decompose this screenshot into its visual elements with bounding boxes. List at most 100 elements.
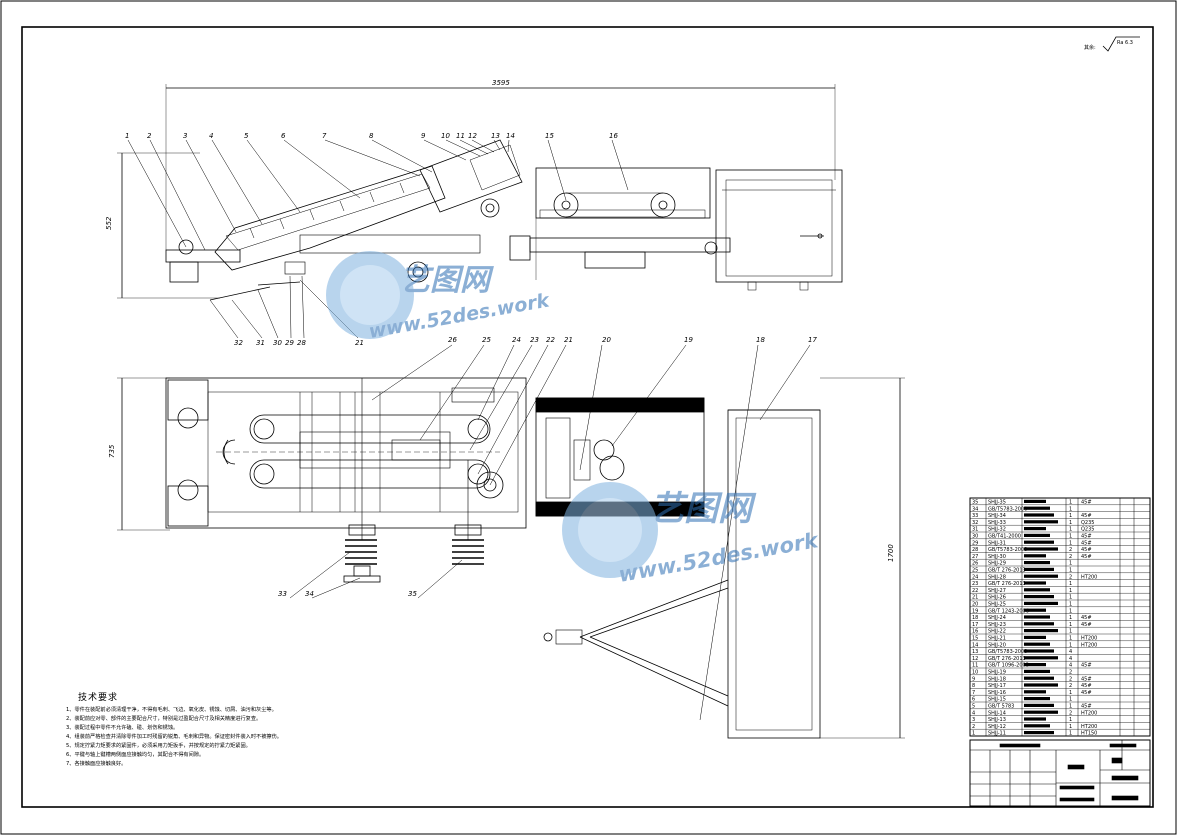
bom-row-quantity: 1 bbox=[1069, 717, 1072, 723]
bom-row-number: 9 bbox=[972, 676, 975, 682]
bom-row-code: GB/T41-2000 bbox=[988, 534, 1021, 540]
balloon-9: 9 bbox=[421, 132, 426, 140]
bom-row-name-redacted bbox=[1024, 520, 1058, 524]
bom-row-code: SHJJ-25 bbox=[988, 602, 1006, 608]
watermark-brand: 艺图网 bbox=[400, 263, 494, 298]
bom-row-material: 45# bbox=[1081, 622, 1092, 628]
bom-row-number: 32 bbox=[972, 520, 978, 526]
watermark-bottom: 艺图网 www.52des.work bbox=[562, 482, 822, 587]
balloon-25: 25 bbox=[482, 336, 491, 344]
bom-row-material: 45# bbox=[1081, 513, 1092, 519]
bom-row-quantity: 1 bbox=[1069, 595, 1072, 601]
balloon-19: 19 bbox=[684, 336, 693, 344]
requirement-7: 7、各接触面应接触良好。 bbox=[66, 759, 126, 767]
bom-row-quantity: 1 bbox=[1069, 561, 1072, 567]
balloon-7: 7 bbox=[322, 132, 327, 140]
bom-row-number: 29 bbox=[972, 540, 978, 546]
bom-row-number: 31 bbox=[972, 527, 978, 533]
bom-row-material: HT200 bbox=[1081, 724, 1097, 730]
bom-row-number: 14 bbox=[972, 642, 978, 648]
bom-row-name-redacted bbox=[1024, 676, 1054, 680]
bom-row-number: 7 bbox=[972, 690, 975, 696]
bom-row-code: SHJJ-14 bbox=[988, 710, 1006, 716]
bom-row-name-redacted bbox=[1024, 656, 1058, 660]
bom-row-number: 20 bbox=[972, 602, 978, 608]
bom-row-name-redacted bbox=[1024, 669, 1050, 673]
bom-row-name-redacted bbox=[1024, 608, 1046, 612]
requirement-3: 3、装配过程中零件不允许磕、碰、划伤和锈蚀。 bbox=[66, 723, 178, 731]
bom-row-code: GB/T 276-2013 bbox=[988, 568, 1026, 574]
bom-row-name-redacted bbox=[1024, 703, 1054, 707]
bom-row-quantity: 2 bbox=[1069, 574, 1072, 580]
side-view-balloon-labels: 1 2 3 4 5 6 7 8 9 10 11 12 13 14 15 16 3… bbox=[125, 132, 618, 347]
bom-row-name-redacted bbox=[1024, 731, 1054, 735]
balloon-12: 12 bbox=[468, 132, 477, 140]
plan-view-balloon-labels: 26 25 24 23 22 21 20 19 18 17 33 34 35 bbox=[278, 336, 817, 598]
bom-row-material: HT200 bbox=[1081, 574, 1097, 580]
bom-row-code: SHJJ-31 bbox=[988, 540, 1006, 546]
bom-row-name-redacted bbox=[1024, 540, 1054, 544]
balloon-32: 32 bbox=[234, 339, 243, 347]
bom-row-number: 30 bbox=[972, 534, 978, 540]
balloon-35: 35 bbox=[408, 590, 417, 598]
bom-row-quantity: 1 bbox=[1069, 731, 1072, 737]
bom-row-quantity: 1 bbox=[1069, 724, 1072, 730]
bom-row-number: 24 bbox=[972, 574, 978, 580]
bom-row-name-redacted bbox=[1024, 629, 1058, 633]
bom-row-quantity: 1 bbox=[1069, 615, 1072, 621]
bom-row-name-redacted bbox=[1024, 635, 1046, 639]
balloon-14: 14 bbox=[506, 132, 515, 140]
bom-row-material: HT150 bbox=[1081, 731, 1097, 737]
bom-row-number: 28 bbox=[972, 547, 978, 553]
bom-row-name-redacted bbox=[1024, 588, 1050, 592]
bom-row-code: SHJJ-28 bbox=[988, 574, 1006, 580]
bom-row-material: 45# bbox=[1081, 540, 1092, 546]
bom-row-code: GB/T5783-2000 bbox=[988, 649, 1027, 655]
bom-row-quantity: 1 bbox=[1069, 690, 1072, 696]
balloon-31: 31 bbox=[256, 339, 265, 347]
balloon-26: 26 bbox=[448, 336, 457, 344]
bom-row-code: SHJJ-34 bbox=[988, 513, 1006, 519]
bom-row-quantity: 4 bbox=[1069, 656, 1072, 662]
bom-row-code: GB/T5783-2000 bbox=[988, 547, 1027, 553]
bom-row-quantity: 2 bbox=[1069, 554, 1072, 560]
bom-row-name-redacted bbox=[1024, 547, 1058, 551]
requirement-2: 2、装配前应对零、部件的主要配合尺寸，特别是过盈配合尺寸及相关精度进行复查。 bbox=[66, 714, 261, 722]
bom-row-code: SHJJ-15 bbox=[988, 697, 1006, 703]
sheet-frame bbox=[21, 26, 1154, 808]
dimension-plan-width: 735 bbox=[108, 444, 116, 458]
bom-row-code: SHJJ-16 bbox=[988, 690, 1006, 696]
bom-row-material: HT200 bbox=[1081, 636, 1097, 642]
bom-row-name-redacted bbox=[1024, 724, 1050, 728]
balloon-18: 18 bbox=[756, 336, 765, 344]
bom-row-number: 18 bbox=[972, 615, 978, 621]
bom-row-code: SHJJ-35 bbox=[988, 500, 1006, 506]
requirement-1: 1、零件在装配前必须清理干净，不得有毛刺、飞边、氧化皮、锈蚀、切屑、油污和灰尘等… bbox=[66, 705, 277, 713]
bom-row-quantity: 1 bbox=[1069, 629, 1072, 635]
bom-row-number: 33 bbox=[972, 513, 978, 519]
requirements-title: 技术要求 bbox=[78, 691, 118, 703]
requirement-6: 6、平键与轴上键槽两侧面应接触均匀，其配合不得有间隙。 bbox=[66, 750, 204, 758]
bom-row-name-redacted bbox=[1024, 697, 1050, 701]
bom-row-code: SHJJ-26 bbox=[988, 595, 1006, 601]
bom-row-name-redacted bbox=[1024, 506, 1050, 510]
bom-row-code: SHJJ-29 bbox=[988, 561, 1006, 567]
bom-row-quantity: 1 bbox=[1069, 513, 1072, 519]
bom-row-code: GB/T 276-2013 bbox=[988, 581, 1026, 587]
bom-row-material: 45# bbox=[1081, 547, 1092, 553]
bom-row-quantity: 1 bbox=[1069, 636, 1072, 642]
bom-row-material: 45# bbox=[1081, 554, 1092, 560]
requirement-5: 5、规定拧紧力矩要求的紧固件，必须采用力矩扳手，并按规定的拧紧力矩紧固。 bbox=[66, 741, 251, 749]
bom-row-number: 3 bbox=[972, 717, 975, 723]
bom-row-quantity: 4 bbox=[1069, 663, 1072, 669]
bom-row-material: HT200 bbox=[1081, 642, 1097, 648]
roughness-symbol-icon bbox=[1102, 36, 1140, 52]
bom-row-number: 27 bbox=[972, 554, 978, 560]
bom-row-code: SHJJ-20 bbox=[988, 642, 1006, 648]
bom-row-name-redacted bbox=[1024, 601, 1058, 605]
bom-row-number: 15 bbox=[972, 636, 978, 642]
balloon-29: 29 bbox=[285, 339, 294, 347]
